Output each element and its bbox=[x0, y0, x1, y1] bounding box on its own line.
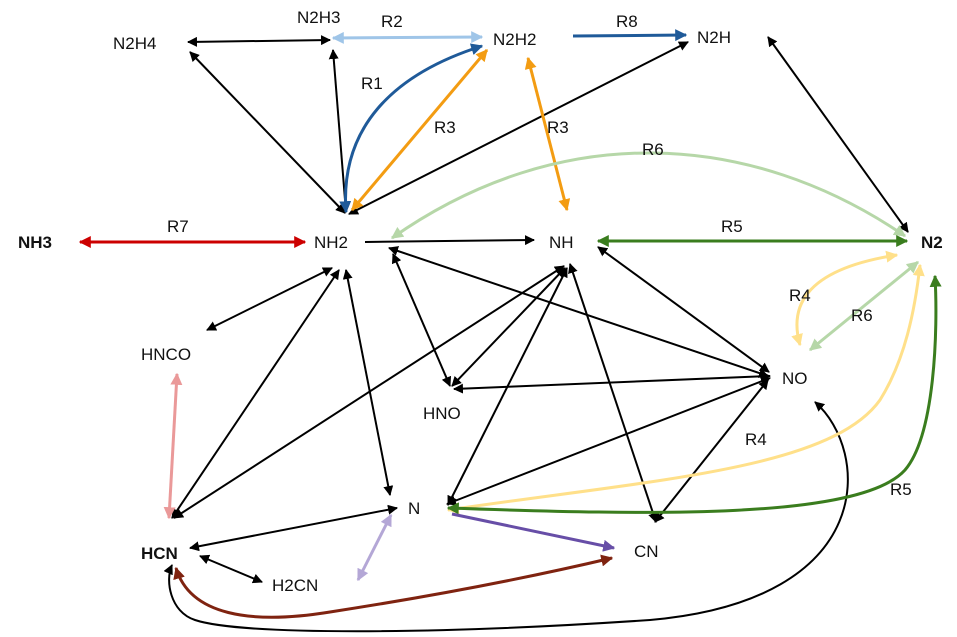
edge-nh2-no bbox=[388, 246, 769, 378]
edge-n-cn bbox=[451, 512, 616, 552]
node-n2: N2 bbox=[921, 233, 943, 252]
edge-r1-nh2-n2h2 bbox=[339, 43, 484, 214]
edge-n-h2cn bbox=[356, 513, 393, 582]
node-hcn: HCN bbox=[141, 544, 178, 563]
label-r6-lower: R6 bbox=[851, 306, 873, 325]
edge-r8-n2h2-n2h bbox=[572, 29, 688, 42]
node-nh: NH bbox=[549, 233, 574, 252]
node-nh3: NH3 bbox=[18, 233, 52, 252]
edge-n2h-n2 bbox=[767, 36, 909, 233]
edge-n2h4-nh2 bbox=[189, 51, 346, 214]
edge-r6-nh2-n2 bbox=[391, 151, 906, 240]
edge-r3-n2h2-nh bbox=[524, 56, 571, 212]
label-r5-top: R5 bbox=[721, 217, 743, 236]
edge-nh-no bbox=[597, 246, 770, 373]
label-r5-lower: R5 bbox=[890, 480, 912, 499]
edge-hcn-cn bbox=[173, 554, 614, 619]
label-r4-lower: R4 bbox=[745, 430, 767, 449]
edge-n2h3-nh2 bbox=[328, 49, 351, 213]
node-n2h3: N2H3 bbox=[297, 8, 340, 27]
label-r3-left: R3 bbox=[434, 118, 456, 137]
node-nh2: NH2 bbox=[314, 233, 348, 252]
edge-r4-n-n2 bbox=[446, 263, 925, 515]
edge-n2h4-n2h3 bbox=[187, 35, 331, 47]
edge-nh2-hnco bbox=[206, 267, 333, 331]
edge-hcn-h2cn bbox=[199, 554, 263, 584]
label-r7: R7 bbox=[167, 217, 189, 236]
node-n2h2: N2H2 bbox=[493, 30, 536, 49]
node-n2h: N2H bbox=[697, 28, 731, 47]
label-r8: R8 bbox=[616, 12, 638, 31]
node-no: NO bbox=[782, 369, 808, 388]
edge-hnco-hcn bbox=[163, 372, 183, 520]
edge-nh2-hno bbox=[391, 253, 452, 387]
node-hnco: HNCO bbox=[141, 345, 191, 364]
node-n2h4: N2H4 bbox=[113, 34, 156, 53]
edge-r4-no-n2 bbox=[791, 250, 899, 347]
label-r2: R2 bbox=[381, 12, 403, 31]
edge-r5-n-n2 bbox=[446, 274, 942, 515]
edge-n2h-nh2 bbox=[348, 41, 689, 215]
node-cn: CN bbox=[634, 542, 659, 561]
edge-nh2-hcn bbox=[171, 269, 340, 519]
label-r4-upper: R4 bbox=[789, 286, 811, 305]
edge-no-n bbox=[446, 376, 771, 506]
edge-hcn-n bbox=[189, 504, 398, 552]
node-n: N bbox=[408, 499, 420, 518]
label-r3-right: R3 bbox=[547, 118, 569, 137]
edge-r2-n2h3-n2h2 bbox=[331, 31, 484, 44]
node-h2cn: H2CN bbox=[272, 576, 318, 595]
label-r1: R1 bbox=[361, 74, 383, 93]
edge-r3-nh2-n2h2 bbox=[350, 49, 489, 211]
edge-nh2-nh bbox=[364, 235, 535, 246]
node-hno: HNO bbox=[423, 404, 461, 423]
label-r6-top: R6 bbox=[642, 140, 664, 159]
